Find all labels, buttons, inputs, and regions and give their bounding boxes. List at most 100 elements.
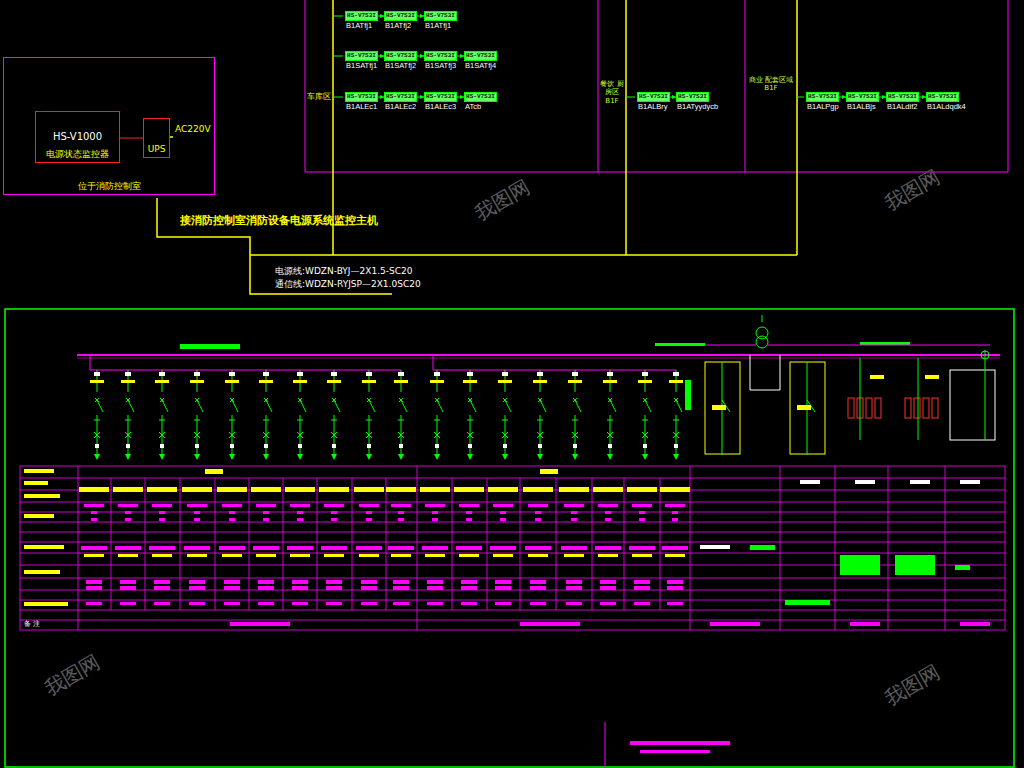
table-cell-marks xyxy=(960,622,990,626)
node-text: HS-V7S3I xyxy=(347,53,376,59)
node-text: HS-V7S3I xyxy=(639,94,668,100)
node-label: B1SATfj2 xyxy=(385,62,416,70)
branch-wire xyxy=(333,56,343,57)
table-cell-marks xyxy=(523,487,553,605)
schedule-table xyxy=(215,478,216,610)
note-leader xyxy=(605,722,730,768)
signal-link xyxy=(417,97,424,98)
feeder-circuit xyxy=(603,370,617,460)
table-cell-marks xyxy=(559,487,589,605)
monitor-module: HS-V7S3IB1ATfj1 xyxy=(424,11,457,21)
branch-wire xyxy=(333,16,343,17)
table-cell-marks xyxy=(955,565,970,570)
monitor-module: HS-V7S3IB1ALPgp xyxy=(806,92,839,102)
table-cell-marks xyxy=(147,487,177,605)
feeder-circuit xyxy=(155,370,169,460)
node-label: B1ALEc2 xyxy=(385,103,416,111)
incoming-cabinet xyxy=(756,336,768,348)
table-cell-marks xyxy=(217,487,247,605)
table-cell-marks xyxy=(420,487,450,605)
monitor-module: HS-V7S3IATcb xyxy=(464,92,497,102)
node-text: HS-V7S3I xyxy=(466,53,495,59)
incoming-cabinet xyxy=(981,351,989,359)
feeder-circuit xyxy=(430,370,444,460)
incoming-cabinet xyxy=(705,362,740,454)
feeder-circuit xyxy=(533,370,547,460)
incoming-cabinet xyxy=(875,398,881,418)
node-text: 位于消防控制室 xyxy=(4,181,214,192)
bus-wire xyxy=(625,0,627,255)
incoming-cabinet xyxy=(866,398,872,418)
branch-wire xyxy=(333,16,804,97)
monitor-module: HS-V7S3IB1SATfj1 xyxy=(345,51,378,61)
annotation-label: 通信线:WDZN-RYJSP—2X1.0SC20 xyxy=(275,279,421,290)
table-cell-marks xyxy=(251,487,281,605)
monitor-module: HS-V7S3IB1SATfj4 xyxy=(464,51,497,61)
schedule-table xyxy=(780,466,781,630)
incoming-cabinet xyxy=(950,370,995,440)
monitor-module: HS-V7S3IB1ALBry xyxy=(637,92,670,102)
table-cell-marks xyxy=(24,481,48,485)
note-leader xyxy=(640,750,710,753)
device-box: UPS xyxy=(143,118,170,158)
feeder-circuit xyxy=(190,370,204,460)
table-cell-marks xyxy=(660,487,690,605)
feeder-circuit xyxy=(498,370,512,460)
node-label: B1ATfj2 xyxy=(385,22,411,30)
schedule-table xyxy=(660,478,661,610)
schedule-table xyxy=(283,478,284,610)
node-text: HS-V7S3I xyxy=(426,94,455,100)
incoming-cabinet xyxy=(905,398,911,418)
schedule-table xyxy=(20,542,1005,543)
schedule-table xyxy=(888,466,889,630)
watermark-text: 我图网 xyxy=(880,660,944,711)
incoming-cabinet xyxy=(790,362,825,454)
table-cell-marks xyxy=(785,600,830,605)
schedule-table xyxy=(352,478,353,610)
monitor-module: HS-V7S3IB1SATfj2 xyxy=(384,51,417,61)
node-label: B1SATfj3 xyxy=(425,62,456,70)
table-cell-marks xyxy=(627,487,657,605)
node-text: HS-V7S3I xyxy=(928,94,957,100)
node-label: B1SATfj4 xyxy=(465,62,496,70)
feeder-circuit xyxy=(394,370,408,460)
panel-frame xyxy=(90,355,401,370)
table-cell-marks xyxy=(488,487,518,605)
note-leader xyxy=(605,722,606,768)
schedule-table xyxy=(20,512,1005,513)
panel-frame xyxy=(77,358,1000,359)
bus-wire xyxy=(250,254,797,256)
signal-link xyxy=(457,97,464,98)
monitor-module: HS-V7S3IB1ATfj2 xyxy=(384,11,417,21)
incoming-cabinet xyxy=(762,315,763,322)
monitor-module: HS-V7S3IB1ALBjs xyxy=(846,92,879,102)
panel-frame xyxy=(5,309,1014,767)
incoming-cabinet xyxy=(918,358,919,440)
table-cell-marks xyxy=(113,487,143,605)
node-text: HS-V7S3I xyxy=(386,13,415,19)
branch-wire xyxy=(797,97,804,98)
table-cell-marks xyxy=(850,622,880,626)
schedule-table xyxy=(317,478,318,610)
schedule-table xyxy=(835,466,836,630)
incoming-cabinet xyxy=(932,398,938,418)
branch-wire xyxy=(333,97,343,98)
watermark-text: 我图网 xyxy=(40,650,104,701)
schedule-table xyxy=(945,466,946,630)
monitor-module: HS-V7S3IB1ATyydycb xyxy=(676,92,709,102)
branch-wire xyxy=(626,97,635,98)
panel-frame xyxy=(77,354,1000,356)
node-text: HS-V7S3I xyxy=(466,94,495,100)
power-link xyxy=(120,138,143,139)
annotation-label: AC220V xyxy=(175,124,211,135)
feeder-circuit xyxy=(293,370,307,460)
feeder-circuit xyxy=(638,370,652,460)
monitor-module: HS-V7S3IB1ALdif2 xyxy=(886,92,919,102)
schedule-table xyxy=(624,478,625,610)
incoming-cabinet xyxy=(923,398,929,418)
node-text: HS-V7S3I xyxy=(678,94,707,100)
node-text: HS-V7S3I xyxy=(347,13,376,19)
incoming-cabinet xyxy=(914,398,920,418)
panel-frame xyxy=(5,309,1014,767)
incoming-cabinet xyxy=(797,405,811,410)
